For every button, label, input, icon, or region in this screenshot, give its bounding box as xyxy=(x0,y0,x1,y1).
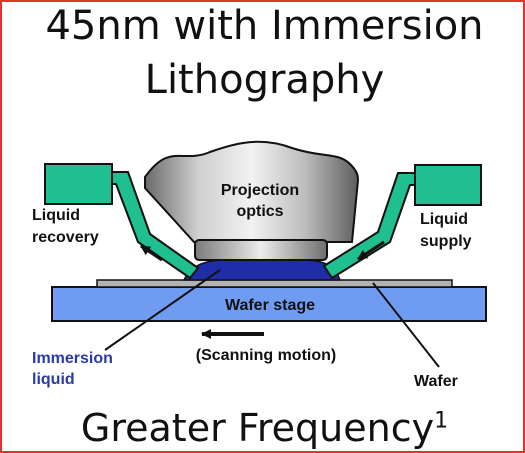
liquid-recovery-nozzle-pipe xyxy=(111,171,199,279)
immersion-liquid-label: Immersion xyxy=(32,350,113,367)
immersion-liquid-label-2: liquid xyxy=(32,371,75,388)
liquid-recovery-label-2: recovery xyxy=(32,229,99,246)
recovery-flow-arrow xyxy=(140,244,163,262)
wafer-stage-label: Wafer stage xyxy=(225,297,315,314)
liquid-supply-nozzle-block xyxy=(414,164,482,206)
wafer xyxy=(96,279,453,288)
liquid-supply-label-2: supply xyxy=(420,233,472,250)
supply-flow-arrow xyxy=(357,240,385,261)
projection-optics-label-2: optics xyxy=(236,203,283,220)
scanning-motion-label: (Scanning motion) xyxy=(196,347,336,364)
liquid-supply-nozzle-pipe xyxy=(323,172,416,279)
lens-tip xyxy=(194,239,328,261)
projection-optics-label: Projection xyxy=(221,182,299,199)
slide-caption: Greater Frequency1 xyxy=(2,406,523,450)
liquid-supply-label: Liquid xyxy=(420,211,468,228)
liquid-recovery-nozzle-block xyxy=(44,163,113,205)
projection-optics-lens xyxy=(144,140,360,243)
caption-footnote-marker: 1 xyxy=(434,408,449,434)
liquid-recovery-label: Liquid xyxy=(32,207,80,224)
immersion-liquid-leader xyxy=(104,269,221,351)
caption-text: Greater Frequency xyxy=(80,406,435,450)
slide-title-line-1: 45nm with Immersion xyxy=(45,3,484,49)
immersion-liquid xyxy=(182,259,342,281)
slide-title-line-2: Lithography xyxy=(144,57,385,103)
wafer-leader xyxy=(372,282,440,368)
wafer-label: Wafer xyxy=(414,373,458,390)
